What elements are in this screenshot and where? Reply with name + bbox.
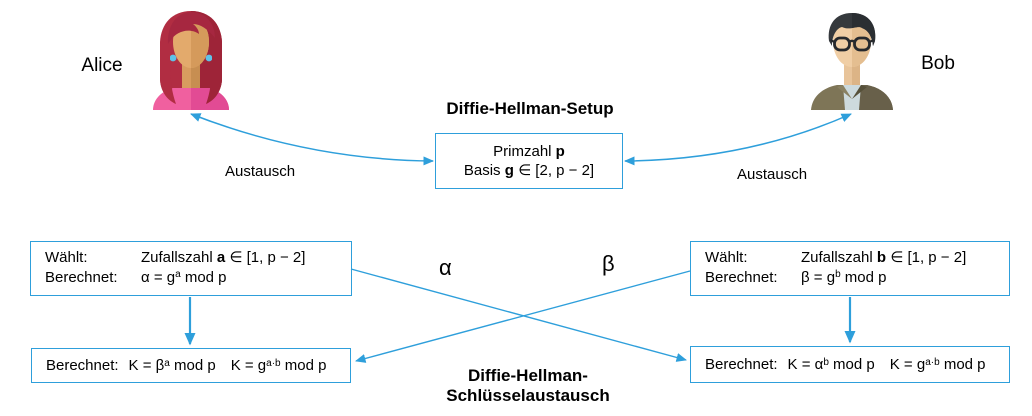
bob-choose-box: Wählt: Zufallszahl b ∈ [1, p − 2] Berech… [690, 241, 1010, 296]
alice-alpha-formula: α = ga mod p [141, 268, 227, 286]
bob-choose-label: Wählt: [705, 248, 748, 266]
bob-avatar [803, 8, 901, 110]
setup-base-line: Basis g ∈ [2, p − 2] [463, 162, 595, 179]
exchange-arrow-alice [190, 113, 434, 166]
alice-random-value: Zufallszahl a ∈ [1, p − 2] [141, 248, 306, 266]
exchange-label-left: Austausch [225, 163, 296, 180]
alice-key-formula-1: K = βa mod p [128, 357, 216, 374]
alice-key-label: Berechnet: [46, 357, 119, 374]
alice-compute-label: Berechnet: [45, 268, 118, 286]
exchange-label-right: Austausch [737, 166, 808, 183]
beta-message-arrow [355, 270, 691, 363]
alpha-message-label: α [439, 255, 452, 280]
bob-key-formula-2: K = ga·b mod p [889, 356, 986, 373]
alice-name-label: Alice [81, 55, 123, 76]
setup-prime-line: Primzahl p [493, 143, 565, 160]
exchange-arrow-bob [624, 113, 852, 166]
bob-random-value: Zufallszahl b ∈ [1, p − 2] [801, 248, 967, 266]
bob-key-formula-1: K = αb mod p [787, 356, 875, 373]
alice-choose-box: Wählt: Zufallszahl a ∈ [1, p − 2] Berech… [30, 241, 352, 296]
bob-compute-label: Berechnet: [705, 268, 778, 286]
alice-key-formula-2: K = ga·b mod p [230, 357, 327, 374]
bob-name-label: Bob [921, 53, 955, 74]
key-exchange-title: Diffie-Hellman- Schlüsselaustausch [446, 366, 610, 405]
bob-key-box: Berechnet: K = αb mod p K = ga·b mod p [690, 346, 1010, 383]
alice-avatar [142, 8, 240, 110]
setup-parameters-box: Primzahl p Basis g ∈ [2, p − 2] [435, 133, 623, 189]
bob-beta-formula: β = gb mod p [801, 268, 887, 286]
alpha-message-arrow [350, 268, 687, 362]
alice-key-box: Berechnet: K = βa mod p K = ga·b mod p [31, 348, 351, 383]
beta-message-label: β [602, 251, 615, 276]
alice-choose-label: Wählt: [45, 248, 88, 266]
woman-avatar-icon [153, 11, 229, 110]
setup-title: Diffie-Hellman-Setup [446, 99, 614, 118]
man-glasses-avatar-icon [811, 13, 893, 110]
bob-key-label: Berechnet: [705, 356, 778, 373]
